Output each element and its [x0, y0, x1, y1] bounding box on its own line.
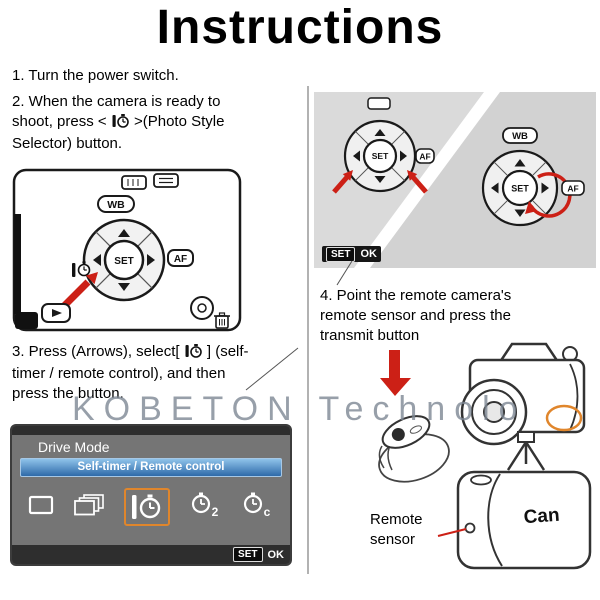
self-timer-remote-option-selected	[124, 488, 170, 526]
trash-icon	[214, 312, 230, 329]
step-2: 2. When the camera is ready to shoot, pr…	[12, 93, 225, 153]
dslr-camera	[460, 342, 586, 446]
ok-label: OK	[267, 548, 285, 561]
remote-sensor-dot	[464, 522, 476, 534]
self-timer-remote-icon	[112, 114, 129, 134]
burst-icon	[74, 493, 104, 521]
svg-text:2: 2	[212, 505, 219, 518]
red-left-arrow-icon	[332, 170, 353, 194]
step-3: 3. Press (Arrows), select[ ] (self-timer…	[12, 343, 249, 403]
step-4: 4. Point the remote camera's remote sens…	[320, 287, 512, 345]
wb-button: WB	[97, 195, 135, 213]
page-title: Instructions	[156, 1, 444, 54]
red-arrow-icon	[61, 272, 98, 309]
control-dial-button	[190, 296, 214, 320]
svg-text:AF: AF	[567, 184, 578, 194]
remote-sensor-pointer-line	[437, 528, 467, 537]
display-button	[367, 97, 391, 110]
self-timer-custom-icon: c	[242, 492, 274, 523]
playback-button	[41, 303, 71, 323]
dpad: SET	[82, 218, 166, 302]
set-button	[501, 169, 539, 207]
lens	[460, 378, 528, 446]
step-1: 1. Turn the power switch.	[12, 67, 179, 84]
drive-mode-options: 2 c	[12, 478, 290, 532]
display-button	[121, 175, 147, 190]
red-press-set-icon	[525, 172, 572, 218]
svg-text:AF: AF	[174, 254, 187, 265]
svg-text:WB: WB	[512, 131, 528, 142]
dpad-press-arrows: SET AF	[332, 97, 435, 194]
right-arrow-key	[147, 254, 155, 266]
self-timer-remote-icon	[132, 494, 161, 519]
self-timer-2s-icon: 2	[190, 492, 222, 523]
dpad-steps-illustration: SET AF WB	[314, 92, 596, 268]
lcd-screen: Drive Mode Self-timer / Remote control 2…	[10, 424, 292, 566]
svg-text:AF: AF	[419, 152, 430, 162]
shutter-button	[470, 474, 492, 486]
remote-control	[381, 415, 431, 449]
single-shot-icon	[28, 495, 54, 520]
set-key-badge: SET	[326, 246, 356, 262]
canon-logo: Can	[523, 505, 560, 528]
set-button	[103, 239, 145, 281]
selected-mode-label: Self-timer / Remote control	[77, 461, 225, 473]
set-key-badge: SET	[233, 547, 263, 562]
menu-button	[153, 173, 179, 188]
svg-text:SET: SET	[372, 151, 389, 161]
camera-back-illustration: WB SET AF	[12, 168, 242, 332]
lcd-bottom-bar: SET OK	[12, 545, 290, 564]
af-button	[561, 180, 585, 196]
af-button	[415, 148, 435, 164]
red-right-arrow-icon	[407, 170, 428, 194]
tripod	[506, 431, 546, 471]
selected-mode-bar: Self-timer / Remote control	[20, 458, 282, 477]
wb-button: WB	[502, 127, 538, 144]
set-ok-badge: SET OK	[322, 246, 381, 262]
set-button	[362, 138, 398, 174]
red-down-arrow-icon	[380, 350, 411, 396]
up-arrow-key	[118, 229, 130, 237]
self-timer-remote-icon	[185, 344, 202, 364]
ok-label: OK	[360, 248, 377, 260]
drive-mode-icon	[72, 261, 91, 277]
svg-text:SET: SET	[511, 183, 529, 193]
svg-text:SET: SET	[114, 256, 133, 267]
dpad-press-set: WB SET AF	[481, 127, 585, 227]
lcd-edge	[14, 214, 21, 314]
camera-grip-closeup: Can	[437, 470, 592, 570]
lcd-corner	[15, 312, 38, 329]
remote-sensor-label: Remote sensor	[370, 511, 423, 548]
drive-mode-title: Drive Mode	[38, 439, 110, 455]
svg-text:WB: WB	[107, 199, 125, 211]
left-arrow-key	[93, 254, 101, 266]
af-button: AF	[167, 249, 194, 267]
svg-text:c: c	[264, 505, 271, 518]
lcd-top-bar	[12, 426, 290, 435]
sensor-highlight-ellipse	[545, 404, 583, 432]
remote-camera-illustration: Can	[378, 342, 592, 570]
transmit-button	[391, 427, 405, 441]
down-arrow-key	[118, 283, 130, 291]
